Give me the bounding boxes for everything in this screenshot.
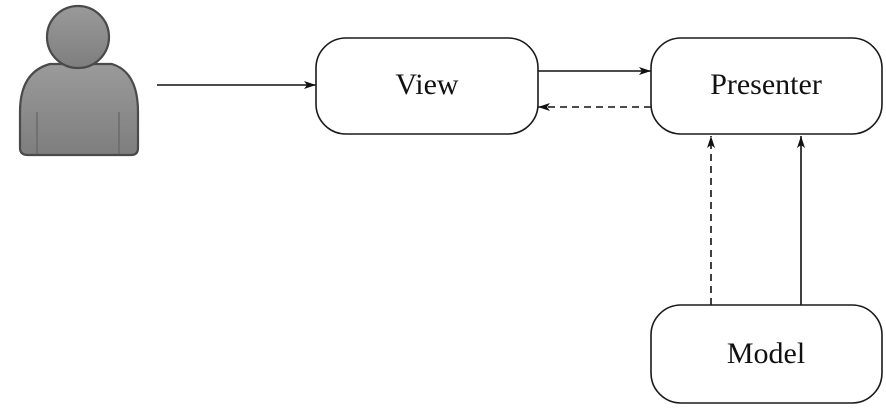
presenter-node: Presenter: [650, 37, 883, 135]
view-node: View: [315, 37, 539, 135]
view-box: [315, 37, 539, 135]
model-label: Model: [727, 337, 805, 370]
model-box: [650, 304, 883, 404]
presenter-box: [650, 37, 883, 135]
user-icon: [18, 4, 140, 157]
model-node: Model: [650, 304, 883, 404]
presenter-label: Presenter: [710, 68, 822, 101]
view-label: View: [395, 68, 459, 101]
